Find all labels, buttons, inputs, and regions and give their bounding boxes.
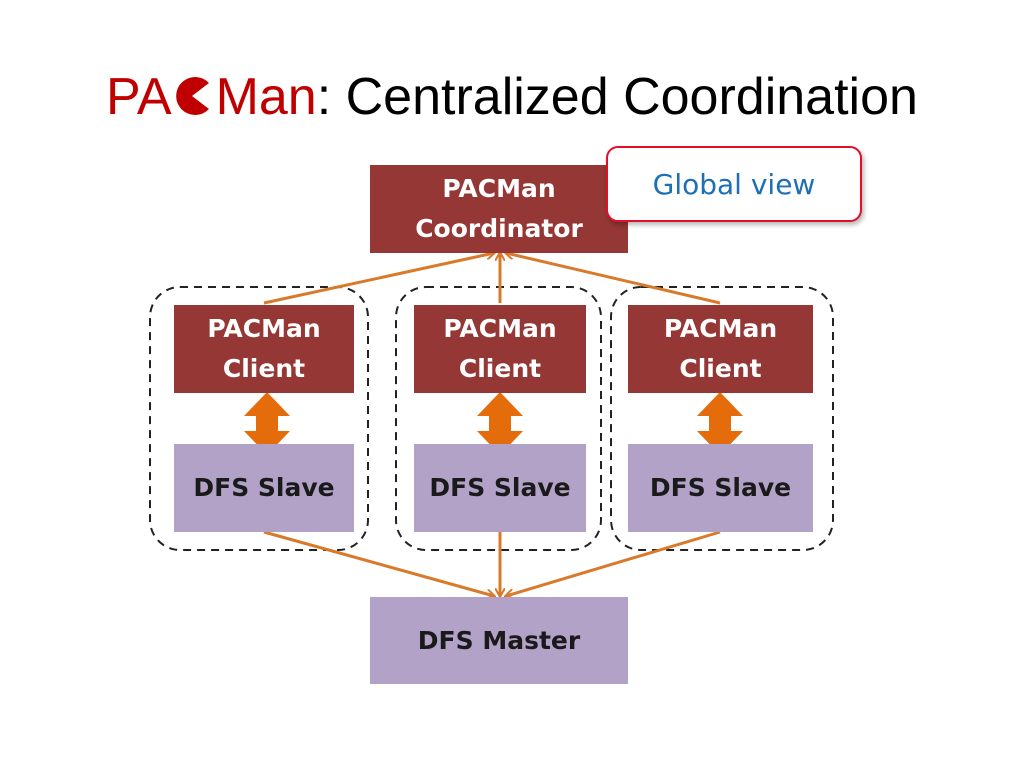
dfs-slave-box-2: DFS Slave [414, 444, 586, 532]
slave-3-to-master-arrow [506, 530, 721, 596]
double-arrow-icon-1 [244, 392, 290, 455]
brand-prefix: PA [106, 68, 172, 126]
dfs-master-box: DFS Master [370, 597, 628, 684]
dfs-slave-box-3: DFS Slave [628, 444, 813, 532]
brand-suffix: Man [215, 68, 317, 126]
global-view-callout: Global view [606, 146, 862, 222]
node-group-3 [610, 286, 834, 551]
double-arrow-icon-2 [477, 392, 523, 455]
title-text: : Centralized Coordination [316, 68, 918, 126]
dfs-slave-box-1: DFS Slave [174, 444, 354, 532]
slide-title: PA Man: Centralized Coordination [0, 62, 1024, 132]
pacman-coordinator-box: PACMan Coordinator [370, 165, 628, 253]
pacman-icon [175, 77, 209, 115]
pacman-client-box-2: PACMan Client [414, 305, 586, 393]
client-3-to-coordinator-arrow [506, 253, 721, 305]
pacman-client-box-3: PACMan Client [628, 305, 813, 393]
client-1-to-coordinator-arrow [263, 253, 494, 305]
double-arrow-icon-3 [697, 392, 743, 455]
node-group-1 [149, 286, 369, 551]
slave-1-to-master-arrow [263, 530, 494, 596]
pacman-client-box-1: PACMan Client [174, 305, 354, 393]
